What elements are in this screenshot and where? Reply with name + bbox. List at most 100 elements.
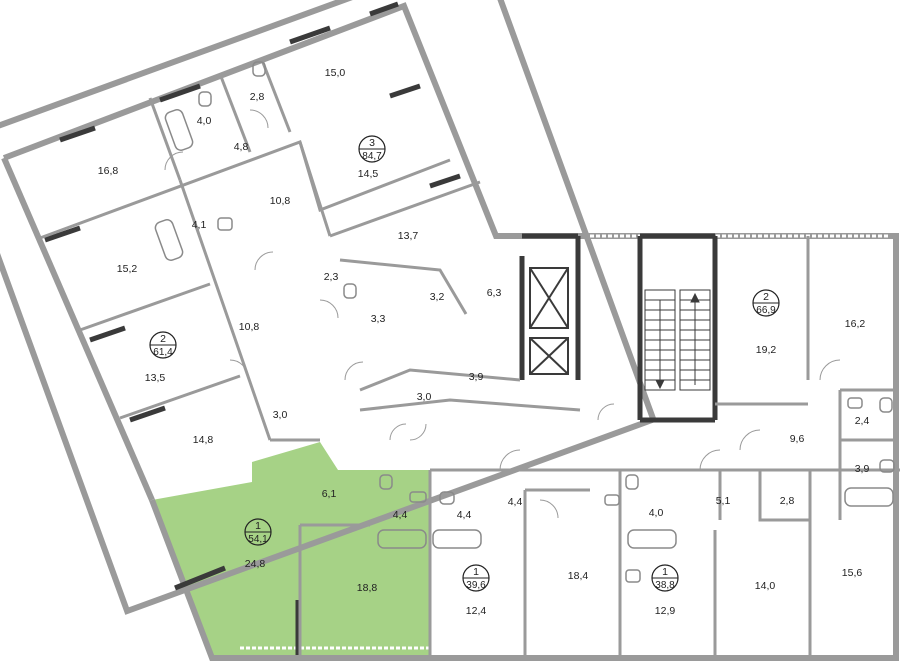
elevator-icon [529,267,569,329]
unit-badge-2-west[interactable]: 2 61,4 [149,331,177,359]
dark-wall [89,325,126,343]
room-area-label: 15,6 [842,567,863,579]
northwest-wing [0,0,658,615]
sink-icon [625,569,641,583]
room-area-label: 16,2 [845,318,866,330]
bathtub-icon [627,529,677,549]
dark-wall [429,173,461,189]
dark-wall [289,25,331,45]
room-area-label: 12,9 [655,605,676,617]
room-area-label: 15,2 [117,263,138,275]
wall [339,258,468,315]
bathtub-icon [164,109,194,151]
unit-area: 66,9 [756,305,776,316]
room-area-label: 18,8 [357,582,378,594]
toilet-icon [252,61,266,77]
unit-badge-2-east[interactable]: 2 66,9 [752,289,780,317]
sink-icon [217,217,233,231]
toilet-icon [379,474,393,490]
door-swing-icon [254,251,274,271]
unit-badge-1-center[interactable]: 1 39,6 [462,564,490,592]
toilet-icon [625,474,639,490]
room-area-label: 10,8 [270,195,291,207]
room-area-label: 4,0 [197,115,212,127]
wall-west-wing [1,156,155,502]
room-area-label: 4,4 [457,509,472,521]
stair-arrow-icon [690,292,700,303]
unit-badge-1-east[interactable]: 1 38,8 [651,564,679,592]
room-area-label: 12,4 [466,605,487,617]
room-area-label: 3,3 [371,313,386,325]
wall [758,470,810,522]
toilet-icon [879,397,893,413]
room-area-label: 2,8 [250,91,265,103]
sink-icon [604,494,620,506]
room-area-label: 2,4 [855,415,870,427]
wall [218,73,252,153]
unit-area: 54,1 [248,534,268,545]
dark-wall [159,83,201,103]
room-area-label: 14,8 [193,434,214,446]
wall [119,374,241,420]
room-area-label: 9,6 [790,433,805,445]
door-swing-icon [597,403,615,421]
toilet-icon [343,283,357,299]
room-area-label: 4,1 [192,219,207,231]
unit-area: 39,6 [466,580,486,591]
room-area-label: 6,3 [487,287,502,299]
room-area-label: 13,7 [398,230,419,242]
unit-number: 1 [662,566,668,578]
room-area-label: 18,4 [568,570,589,582]
room-area-label: 6,1 [322,488,337,500]
wall [359,368,521,392]
dark-wall [59,125,96,143]
bathtub-icon [377,529,427,549]
room-area-label: 16,8 [98,165,119,177]
room-area-label: 14,5 [358,168,379,180]
room-area-label: 10,8 [239,321,260,333]
toilet-icon [439,491,455,505]
sink-icon [847,397,863,409]
room-area-label: 14,0 [755,580,776,592]
room-area-label: 19,2 [756,344,777,356]
room-area-label: 4,8 [234,141,249,153]
door-swing-icon [539,499,559,519]
unit-area: 61,4 [153,347,173,358]
elevator-icon [529,337,569,375]
door-swing-icon [164,151,184,171]
door-swing-icon [249,109,269,129]
bathtub-icon [154,219,184,261]
dark-wall [44,225,81,243]
stairs [644,289,711,391]
wall [260,59,292,133]
door-swing-icon [229,359,249,379]
unit-badges: 3 84,7 2 61,4 1 54,1 1 39,6 1 38,8 [149,135,780,592]
door-swings [164,109,841,519]
dark-wall-segments [44,1,718,655]
room-area-label: 3,9 [855,463,870,475]
wall [298,141,451,212]
wall [359,398,581,412]
unit-number: 3 [369,137,375,149]
room-area-label: 3,0 [417,391,432,403]
elevator-shafts [529,267,569,375]
bathtub-icon [844,487,894,507]
unit-area: 84,7 [362,151,382,162]
dark-wall [129,405,166,423]
door-swing-icon [319,299,339,319]
door-swing-icon [409,423,427,441]
wall [79,282,211,332]
unit-number: 1 [473,566,479,578]
bathroom-fixtures [154,61,895,583]
door-swing-icon [389,423,407,441]
unit-number: 1 [255,520,261,532]
door-swing-icon [344,361,364,381]
room-area-label: 2,8 [780,495,795,507]
unit-badge-3[interactable]: 3 84,7 [358,135,386,163]
sink-icon [409,491,427,503]
unit-badge-1-selected[interactable]: 1 54,1 [244,518,272,546]
room-area-label: 3,0 [273,409,288,421]
room-area-label: 13,5 [145,372,166,384]
